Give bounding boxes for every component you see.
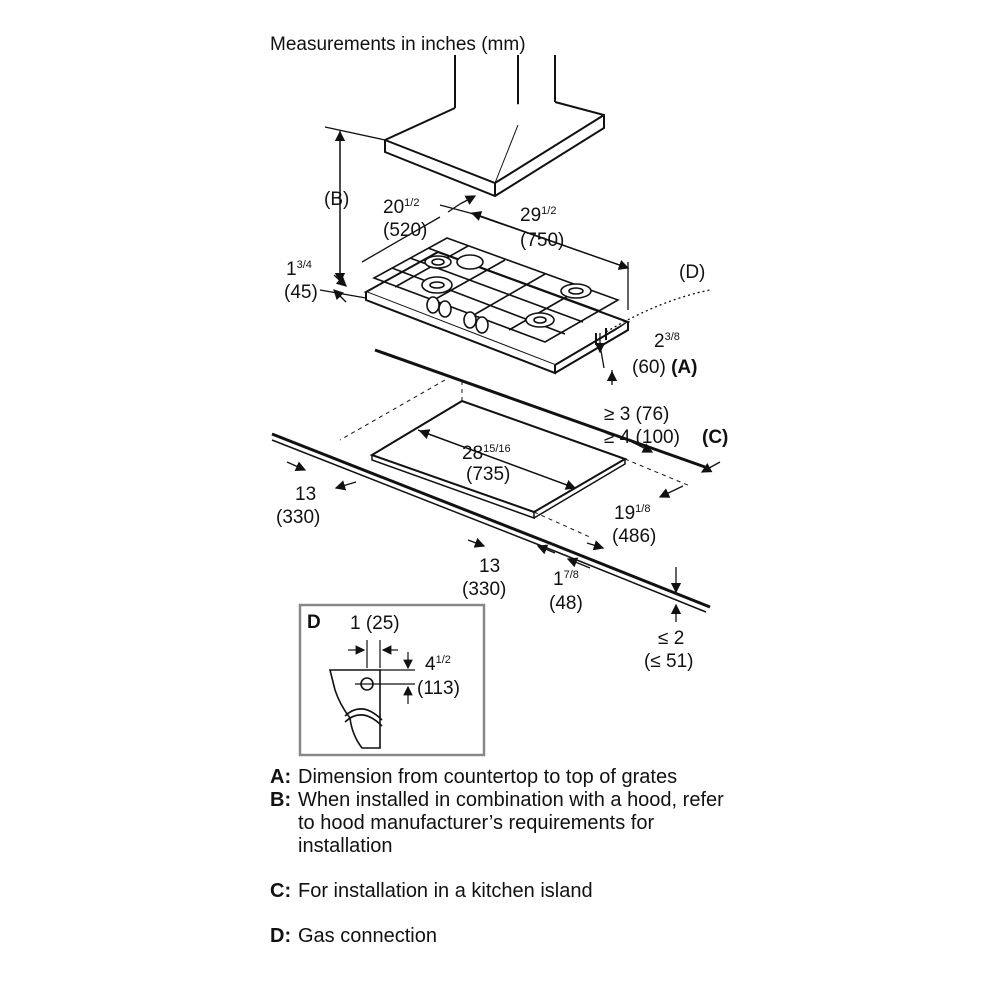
countertop-thickness-mm: (≤ 51) [644, 651, 694, 672]
front-clearance-in: 13 [479, 556, 500, 577]
legend-item-d: D: Gas connection [270, 925, 740, 948]
legend-item-c: C: For installation in a kitchen island [270, 880, 740, 903]
burner [421, 254, 592, 328]
legend-key: B: [270, 789, 292, 811]
label-d: (D) [679, 262, 705, 283]
depth-in: 201/2 [383, 197, 419, 218]
legend-key: A: [270, 766, 292, 788]
dimension-b [324, 126, 386, 284]
cutout-depth-in: 191/8 [614, 503, 650, 524]
legend-item-b: B: When installed in combination with a … [270, 789, 740, 858]
legend: A: Dimension from countertop to top of g… [270, 766, 740, 948]
left-clearance-mm: (330) [276, 507, 320, 528]
diagram-title: Measurements in inches (mm) [270, 34, 526, 55]
detail-d-box: D 1 (25) 41/2 (113) [298, 603, 486, 757]
legend-text: Gas connection [298, 925, 437, 947]
detail-d-height-mm: (113) [417, 678, 460, 699]
edge-offset-in: 17/8 [553, 569, 579, 590]
edge-offset-mm: (48) [549, 593, 583, 614]
range-hood [384, 55, 605, 198]
detail-d-height-in: 41/2 [425, 654, 451, 675]
cooktop-dimension-lines [319, 195, 711, 385]
detail-d-letter: D [307, 612, 321, 633]
rear-clearance-1: ≥ 3 (76) [604, 404, 669, 425]
legend-text: Dimension from countertop to top of grat… [298, 766, 678, 788]
left-clearance-in: 13 [295, 484, 316, 505]
a-dimension-in: 23/8 [654, 331, 680, 352]
legend-key: C: [270, 880, 292, 902]
grate-height-mm: (45) [284, 282, 318, 303]
control-knob [426, 296, 489, 334]
cutout-guides [339, 378, 691, 539]
width-mm: (750) [520, 230, 564, 251]
cutout-depth-mm: (486) [612, 526, 656, 547]
cutout-dimension-lines [286, 429, 721, 622]
label-c: (C) [702, 427, 728, 448]
cutout-width-mm: (735) [466, 464, 510, 485]
grate-height-in: 13/4 [286, 259, 312, 280]
a-dimension-mm: (60) (A) [632, 357, 697, 378]
legend-key: D: [270, 925, 292, 947]
legend-item-a: A: Dimension from countertop to top of g… [270, 766, 740, 789]
width-in: 291/2 [520, 205, 556, 226]
cooktop [363, 237, 631, 375]
cutout-width-in: 2815/16 [462, 443, 511, 464]
legend-text: For installation in a kitchen island [298, 880, 593, 902]
rear-clearance-2: ≥ 4 (100) [604, 427, 680, 448]
front-clearance-mm: (330) [462, 579, 506, 600]
countertop-thickness-in: ≤ 2 [658, 628, 684, 649]
label-b: (B) [324, 189, 349, 210]
legend-text: When installed in combination with a hoo… [298, 789, 724, 857]
detail-d-offset: 1 (25) [350, 613, 400, 634]
depth-mm: (520) [383, 220, 427, 241]
